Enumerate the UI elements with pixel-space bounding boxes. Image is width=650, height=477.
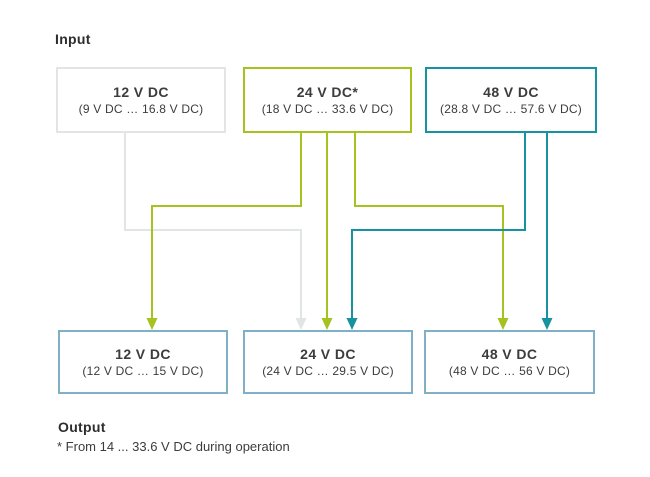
input-box-48v-title: 48 V DC bbox=[483, 84, 539, 100]
output-box-12v-title: 12 V DC bbox=[115, 346, 171, 362]
arrowhead-in-24-to-out-24 bbox=[321, 318, 333, 330]
input-box-24v: 24 V DC* (18 V DC … 33.6 V DC) bbox=[243, 67, 412, 133]
connection-in-24-to-out-48 bbox=[354, 132, 504, 319]
input-box-24v-title: 24 V DC* bbox=[296, 84, 359, 100]
arrowhead-in-24-to-out-12 bbox=[146, 318, 158, 330]
input-box-12v-title: 12 V DC bbox=[113, 84, 169, 100]
output-box-24v-range: (24 V DC … 29.5 V DC) bbox=[262, 364, 394, 378]
connection-in-48-to-out-24 bbox=[351, 132, 526, 319]
footnote: * From 14 ... 33.6 V DC during operation bbox=[57, 439, 290, 454]
arrowhead-in-48-to-out-48 bbox=[541, 318, 553, 330]
arrowhead-in-12-to-out-24 bbox=[295, 318, 307, 330]
output-box-12v-range: (12 V DC … 15 V DC) bbox=[82, 364, 204, 378]
output-box-24v: 24 V DC (24 V DC … 29.5 V DC) bbox=[243, 330, 413, 394]
connection-in-24-to-out-12 bbox=[151, 132, 302, 319]
output-box-48v-title: 48 V DC bbox=[481, 346, 538, 362]
input-box-24v-range: (18 V DC … 33.6 V DC) bbox=[261, 102, 394, 116]
output-box-48v: 48 V DC (48 V DC … 56 V DC) bbox=[424, 330, 595, 394]
output-box-12v: 12 V DC (12 V DC … 15 V DC) bbox=[58, 330, 228, 394]
input-box-48v: 48 V DC (28.8 V DC … 57.6 V DC) bbox=[425, 67, 597, 133]
input-box-12v: 12 V DC (9 V DC … 16.8 V DC) bbox=[56, 67, 226, 133]
input-box-48v-range: (28.8 V DC … 57.6 V DC) bbox=[440, 102, 582, 116]
input-section-label: Input bbox=[55, 31, 91, 47]
connection-in-12-to-out-24 bbox=[124, 132, 302, 319]
input-box-12v-range: (9 V DC … 16.8 V DC) bbox=[78, 102, 204, 116]
arrowhead-in-48-to-out-24 bbox=[346, 318, 358, 330]
output-section-label: Output bbox=[58, 419, 106, 435]
output-box-24v-title: 24 V DC bbox=[300, 346, 356, 362]
arrowhead-in-24-to-out-48 bbox=[497, 318, 509, 330]
output-box-48v-range: (48 V DC … 56 V DC) bbox=[448, 364, 571, 378]
